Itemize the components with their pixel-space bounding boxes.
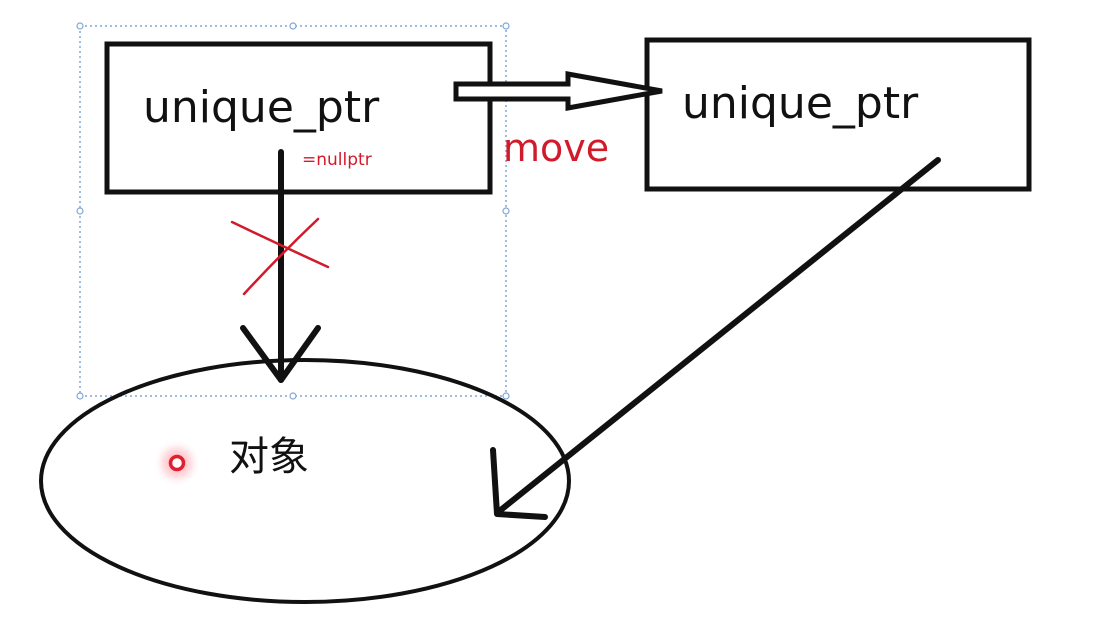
- source-box[interactable]: unique_ptr: [104, 41, 493, 195]
- target-box-label: unique_ptr: [682, 78, 919, 129]
- selection-handle[interactable]: [76, 22, 84, 30]
- red-cross-mark-icon: [230, 217, 330, 296]
- source-box-label: unique_ptr: [143, 82, 380, 133]
- selection-handle[interactable]: [76, 207, 84, 215]
- selection-handle[interactable]: [502, 207, 510, 215]
- selection-handle[interactable]: [502, 22, 510, 30]
- selection-handle[interactable]: [289, 22, 297, 30]
- object-ellipse[interactable]: [39, 358, 571, 604]
- move-arrow: [453, 71, 663, 111]
- target-pointer-arrow: [490, 157, 941, 520]
- selection-handle[interactable]: [289, 392, 297, 400]
- selection-handle[interactable]: [76, 392, 84, 400]
- source-pointer-arrow: [240, 149, 321, 383]
- object-label: 对象: [229, 434, 309, 480]
- selection-handle[interactable]: [502, 392, 510, 400]
- red-dot-cursor-icon: [153, 439, 201, 487]
- move-label: move: [503, 126, 609, 170]
- nullptr-label: =nullptr: [302, 150, 372, 170]
- target-box[interactable]: unique_ptr: [644, 37, 1032, 192]
- selection-frame[interactable]: [76, 22, 510, 400]
